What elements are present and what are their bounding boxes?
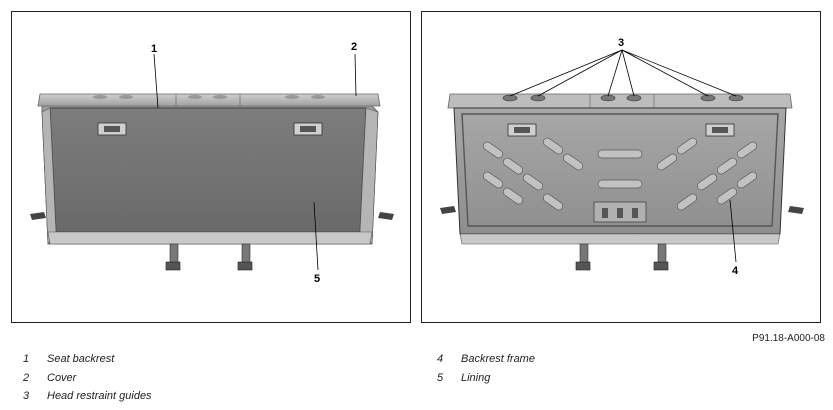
legend-label: Head restraint guides — [47, 390, 152, 403]
legend-item: 2 Cover — [23, 369, 152, 388]
legend-item: 4 Backrest frame — [437, 350, 535, 369]
legend-left: 1 Seat backrest 2 Cover 3 Head restraint… — [23, 350, 152, 406]
legend-number: 5 — [437, 371, 444, 384]
callout-1: 1 — [151, 43, 157, 55]
legend-item: 1 Seat backrest — [23, 350, 152, 369]
legend-label: Cover — [47, 371, 77, 384]
backrest-front-illustration: 1 2 5 — [30, 41, 394, 285]
legend-label: Seat backrest — [47, 353, 115, 366]
diagram-panel-front: 1 2 5 — [11, 11, 411, 323]
legend-number: 2 — [23, 371, 30, 384]
legend-right: 4 Backrest frame 5 Lining — [437, 350, 535, 387]
legend-item: 5 Lining — [437, 369, 535, 388]
diagram-panel-rear: 3 4 — [421, 11, 821, 323]
callout-5: 5 — [314, 273, 320, 285]
legend-number: 3 — [23, 390, 30, 403]
legend-number: 4 — [437, 353, 444, 366]
callout-4: 4 — [732, 265, 739, 277]
head-restraint-guides — [502, 94, 744, 102]
legend-label: Backrest frame — [461, 353, 535, 366]
legend-label: Lining — [461, 371, 491, 384]
callout-3: 3 — [618, 37, 624, 49]
cover-part — [37, 93, 381, 107]
legend-number: 1 — [23, 353, 30, 366]
figure-reference-code: P91.18-A000-08 — [752, 333, 825, 344]
callout-2: 2 — [351, 41, 357, 53]
legend-item: 3 Head restraint guides — [23, 387, 152, 406]
backrest-frame-illustration: 3 4 — [440, 37, 804, 277]
